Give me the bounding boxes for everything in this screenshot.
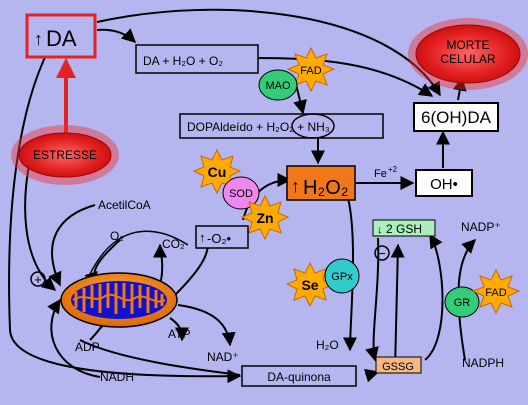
fe-superscript: +2 xyxy=(388,165,398,174)
mitochondrion xyxy=(60,272,178,328)
inhibition-symbol: − xyxy=(374,245,390,261)
acetyl-coa-label: AcetilCoA xyxy=(98,198,151,212)
h2o2-circle xyxy=(291,113,335,139)
h2o2-arrow: ↑ xyxy=(291,176,300,196)
ohda-label: 6(OH)DA xyxy=(421,108,492,127)
fad-right-label: FAD xyxy=(485,287,506,299)
se-label: Se xyxy=(301,277,318,293)
gsh-arrow: ↓ xyxy=(377,224,383,236)
glutathione-box: ↓ 2 GSH xyxy=(372,219,436,237)
oxygen-label: O₂ xyxy=(110,229,124,243)
mao-enzyme: MAO xyxy=(258,69,298,101)
nadph-label: NADPH xyxy=(462,356,504,370)
iron-label-group: Fe +2 xyxy=(374,165,398,180)
superoxide-arrow: ↑ xyxy=(199,230,206,245)
selenium-burst: Se xyxy=(285,261,335,308)
mao-label: MAO xyxy=(265,80,291,92)
oh-radical-label: OH• xyxy=(430,176,458,193)
gpx-enzyme: GPx xyxy=(324,258,360,294)
gsh-label: 2 GSH xyxy=(386,222,422,236)
da-quinone-label: DA-quinona xyxy=(267,370,331,384)
h2o2-label: H₂O₂ xyxy=(303,177,349,199)
da-arrow: ↑ xyxy=(34,29,43,49)
nadp-plus-label: NADP⁺ xyxy=(461,220,501,234)
pathway-arrows xyxy=(8,8,476,384)
6-hydroxydopamine-box: 6(OH)DA xyxy=(413,102,499,132)
gr-enzyme: GR xyxy=(444,286,480,318)
activation-symbol: + xyxy=(30,271,46,287)
adp-label: ADP xyxy=(75,340,100,354)
dopaldehyde-label: DOPAldeído + H₂O₂ + NH₃ xyxy=(187,120,330,134)
da-label: DA xyxy=(46,26,77,51)
nadh-label: NADH xyxy=(100,370,134,384)
cu-label: Cu xyxy=(208,164,227,180)
co2-label: CO₂ xyxy=(162,237,185,251)
dopamine-box: ↑ DA xyxy=(25,13,97,59)
gr-label: GR xyxy=(454,297,471,309)
superoxide-box: ↑ -O₂• xyxy=(195,225,249,249)
morte-line2: CELULAR xyxy=(440,52,496,66)
glutathione-disulfide-box: GSSG xyxy=(375,356,422,374)
cell-death-node: MORTE CELULAR xyxy=(408,18,528,90)
fad-top-label: FAD xyxy=(300,65,321,77)
gpx-label: GPx xyxy=(331,271,353,283)
atp-label: ATP xyxy=(168,327,190,341)
sod-label: SOD xyxy=(229,188,253,200)
fe-label: Fe xyxy=(374,168,387,180)
dopaldehyde-box: DOPAldeído + H₂O₂ + NH₃ xyxy=(179,113,384,139)
stress-label: ESTRESSE xyxy=(33,148,97,162)
superoxide-label: -O₂• xyxy=(207,231,231,246)
plus-label: + xyxy=(34,272,42,287)
reaction-text: DA + H₂O + O₂ xyxy=(143,54,223,68)
fad-top-burst: FAD xyxy=(286,46,336,93)
zn-label: Zn xyxy=(256,210,273,226)
gssg-label: GSSG xyxy=(382,361,414,373)
morte-line1: MORTE xyxy=(446,38,489,52)
minus-label: − xyxy=(378,246,386,261)
nad-plus-label: NAD⁺ xyxy=(207,350,239,364)
zinc-burst: Zn xyxy=(240,194,290,241)
water-label: H₂O xyxy=(316,338,339,352)
dopamine-quinone-box: DA-quinona xyxy=(241,365,357,387)
hydrogen-peroxide-box: ↑ H₂O₂ xyxy=(286,165,356,201)
sod-enzyme: SOD xyxy=(222,176,260,210)
dopamine-oxidation-reaction: DA + H₂O + O₂ xyxy=(135,44,259,74)
fad-right-burst: FAD xyxy=(471,268,521,315)
hydroxyl-radical-box: OH• xyxy=(415,169,473,197)
stress-node: ESTRESSE xyxy=(11,125,119,185)
